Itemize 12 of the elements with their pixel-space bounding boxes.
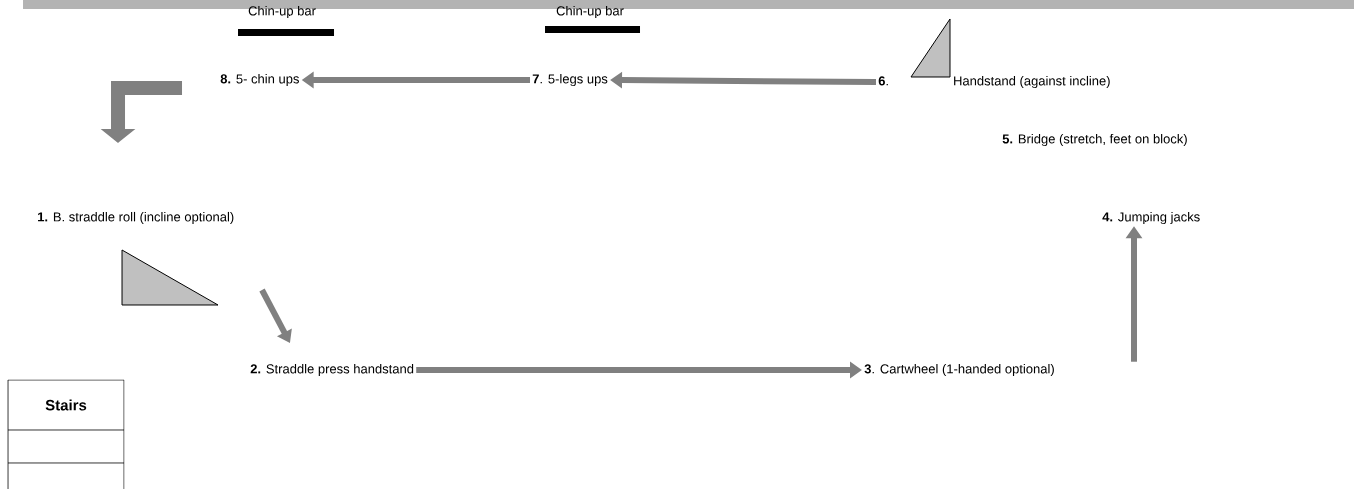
equipment-label: Chin-up bar	[248, 5, 316, 19]
step-label: 2. Straddle press handstand	[250, 363, 414, 377]
step-label: 1. B. straddle roll (incline optional)	[38, 211, 234, 225]
step-label: 7. 5-legs ups	[532, 73, 608, 87]
step-label: 4. Jumping jacks	[1102, 211, 1200, 225]
step-label: 6. Handstand (against incline)	[878, 75, 1110, 89]
step-label: 5. Bridge (stretch, feet on block)	[1002, 133, 1187, 147]
equipment-label: Chin-up bar	[556, 5, 624, 19]
arrow	[259, 288, 292, 343]
step-label: 8. 5- chin ups	[220, 73, 299, 87]
step-label: 3. Cartwheel (1-handed optional)	[864, 363, 1054, 377]
table-header: Stairs	[45, 399, 87, 411]
